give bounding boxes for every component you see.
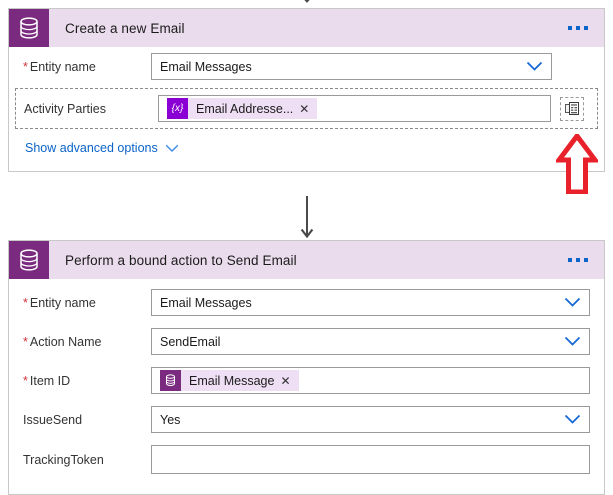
show-advanced-options-label: Show advanced options <box>25 141 158 155</box>
common-data-service-database-icon <box>160 370 181 391</box>
card-create-a-new-email[interactable]: Create a new Email *Entity name Email Me… <box>8 8 605 172</box>
activity-parties-token-input[interactable]: {x} Email Addresse... ✕ <box>158 95 551 122</box>
action-name-value: SendEmail <box>160 334 221 349</box>
required-asterisk: * <box>23 59 28 74</box>
chevron-down-icon[interactable] <box>564 336 581 347</box>
required-asterisk: * <box>23 373 28 388</box>
connector-between-cards <box>0 196 613 240</box>
field-row-entity-name: *Entity name Email Messages <box>9 47 604 86</box>
field-label-action-name: *Action Name <box>23 334 102 349</box>
close-icon[interactable]: ✕ <box>280 373 291 388</box>
field-label-trackingtoken: TrackingToken <box>23 452 104 467</box>
chevron-down-icon[interactable] <box>564 297 581 308</box>
required-asterisk: * <box>23 295 28 310</box>
field-row-entity-name: *Entity name Email Messages <box>9 283 604 322</box>
down-arrow-icon <box>303 0 310 3</box>
entity-name-value: Email Messages <box>160 295 252 310</box>
entity-name-dropdown[interactable]: Email Messages <box>151 53 552 80</box>
card-header[interactable]: Create a new Email <box>9 9 604 47</box>
down-arrow-icon <box>300 196 313 239</box>
ellipsis-icon[interactable] <box>568 258 588 262</box>
chevron-down-icon <box>165 144 179 152</box>
card-perform-a-bound-action-to-send-email[interactable]: Perform a bound action to Send Email *En… <box>8 240 605 495</box>
activity-parties-dynamic-content-picker[interactable] <box>560 96 584 121</box>
card-header[interactable]: Perform a bound action to Send Email <box>9 241 604 279</box>
field-row-trackingtoken: TrackingToken <box>9 439 604 480</box>
field-row-issuesend: IssueSend Yes <box>9 400 604 439</box>
trackingtoken-input[interactable] <box>151 445 590 474</box>
token-chip-label: Email Message <box>189 373 275 388</box>
field-label-issuesend: IssueSend <box>23 412 83 427</box>
issuesend-dropdown[interactable]: Yes <box>151 406 590 433</box>
field-row-item-id: *Item ID Email Message ✕ <box>9 361 604 400</box>
field-row-action-name: *Action Name SendEmail <box>9 322 604 361</box>
entity-name-dropdown[interactable]: Email Messages <box>151 289 590 316</box>
field-label-item-id: *Item ID <box>23 373 71 388</box>
field-label-entity-name: *Entity name <box>23 59 96 74</box>
chevron-down-icon[interactable] <box>564 414 581 425</box>
card-title: Create a new Email <box>65 20 185 36</box>
picker-slot <box>555 96 589 121</box>
token-chip-email-message[interactable]: Email Message ✕ <box>160 370 299 391</box>
issuesend-value: Yes <box>160 412 181 427</box>
chevron-down-icon[interactable] <box>526 61 543 72</box>
common-data-service-database-icon <box>9 9 49 47</box>
token-chip-label: Email Addresse... <box>196 101 294 116</box>
card-title: Perform a bound action to Send Email <box>65 252 297 268</box>
show-advanced-options-link[interactable]: Show advanced options <box>9 131 193 157</box>
required-asterisk: * <box>23 334 28 349</box>
action-name-dropdown[interactable]: SendEmail <box>151 328 590 355</box>
field-row-activity-parties: Activity Parties {x} Email Addresse... ✕ <box>15 88 598 129</box>
field-label-activity-parties: Activity Parties <box>24 101 106 116</box>
card-body: *Entity name Email Messages Activity Par… <box>9 47 604 171</box>
item-id-token-input[interactable]: Email Message ✕ <box>151 367 590 394</box>
ellipsis-icon[interactable] <box>568 26 588 30</box>
card-body: *Entity name Email Messages *Action Name… <box>9 279 604 494</box>
field-label-entity-name: *Entity name <box>23 295 96 310</box>
expression-icon: {x} <box>167 98 188 119</box>
close-icon[interactable]: ✕ <box>299 101 310 116</box>
common-data-service-database-icon <box>9 241 49 279</box>
entity-name-value: Email Messages <box>160 59 252 74</box>
connector-top <box>0 0 613 6</box>
token-chip-email-addresses[interactable]: {x} Email Addresse... ✕ <box>167 98 318 119</box>
